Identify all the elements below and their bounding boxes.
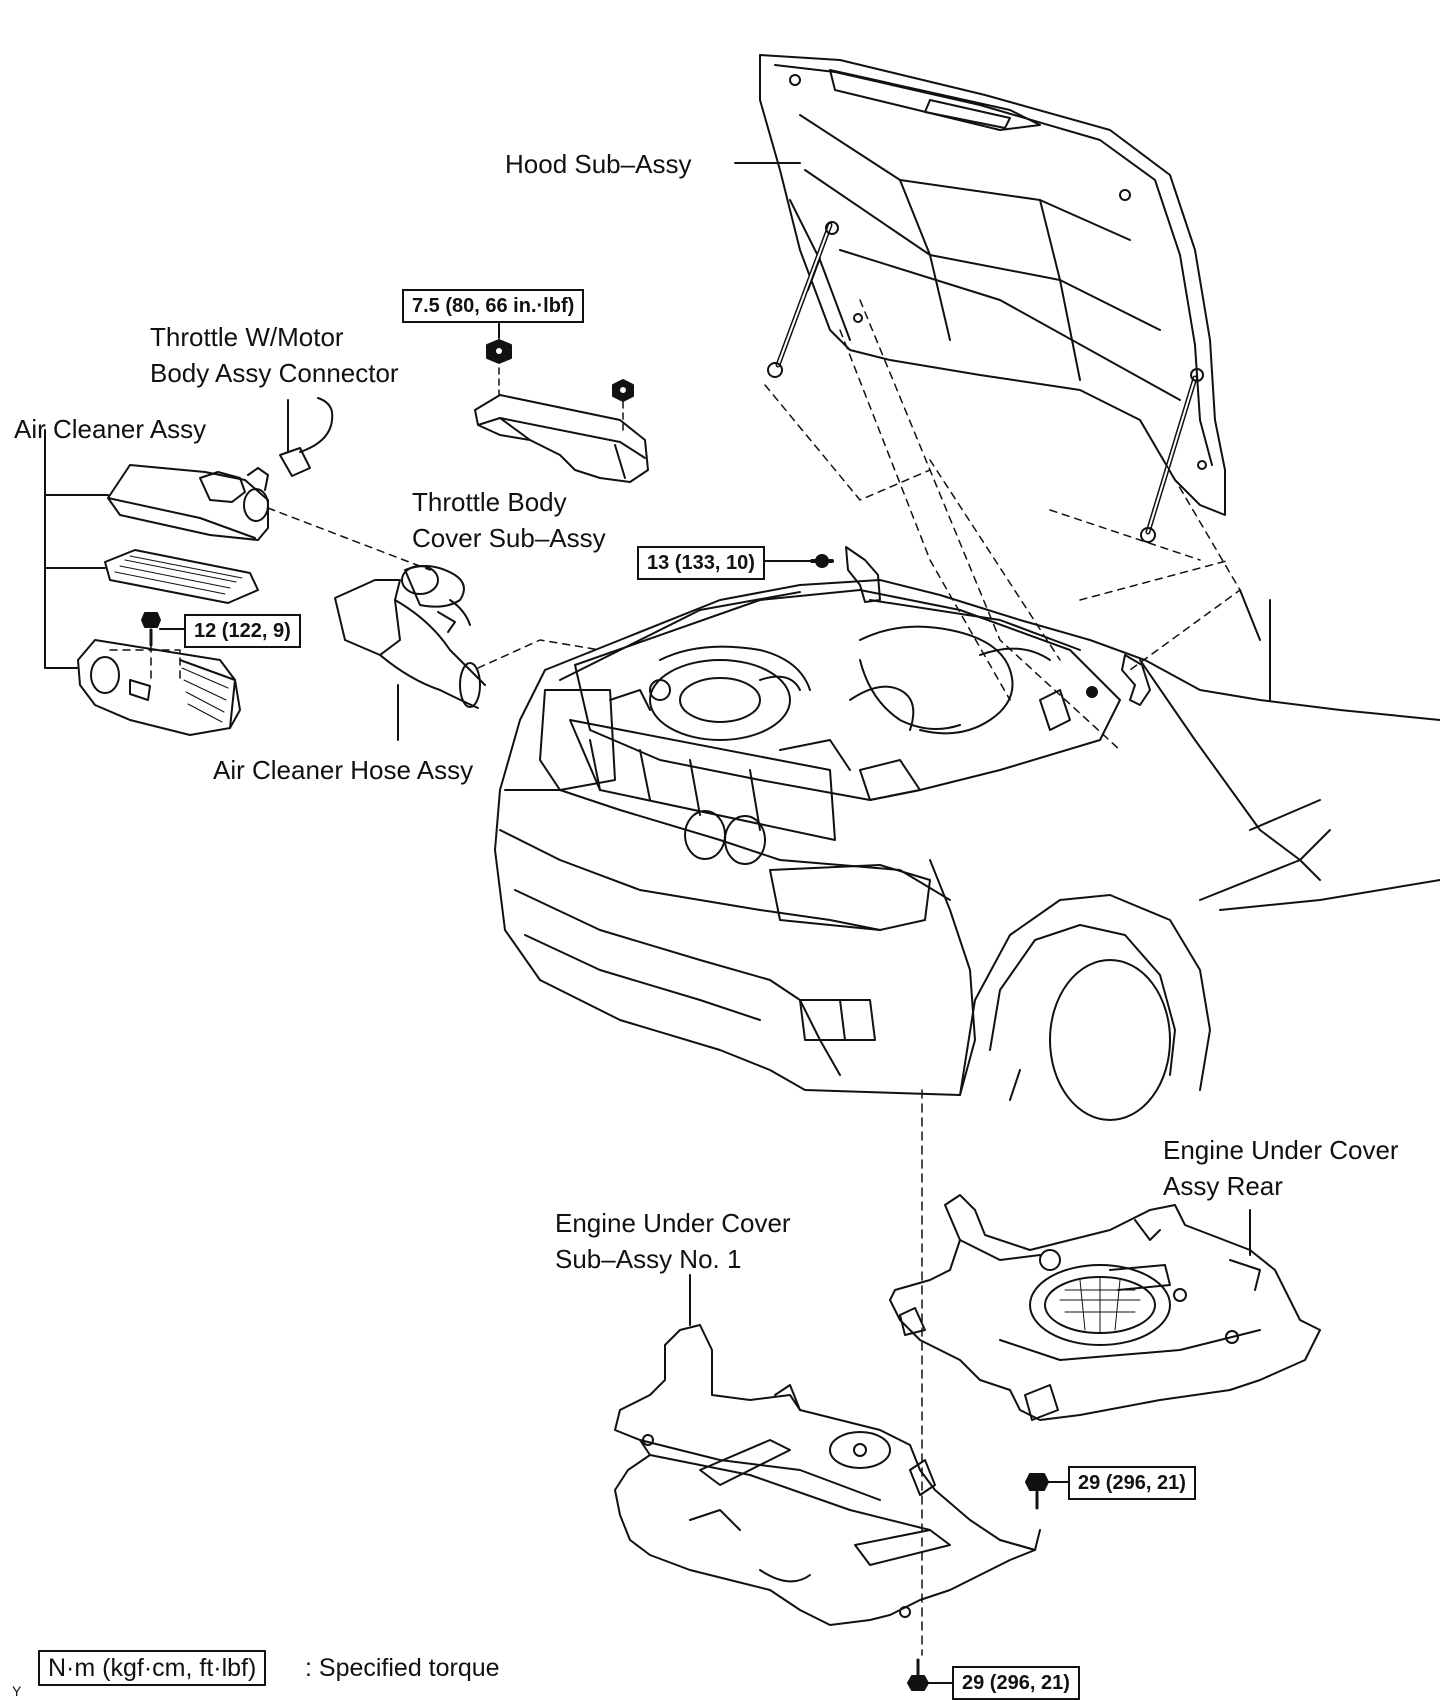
throttle-cover-label-line1: Throttle Body [412, 487, 567, 517]
air-cleaner-hose-label: Air Cleaner Hose Assy [213, 755, 474, 785]
vehicle-body [494, 579, 1440, 1121]
torque-spec-under-cover-front: 29 (296, 21) [952, 1666, 1080, 1700]
engine-compartment [574, 589, 1121, 801]
air-cleaner-assy [44, 429, 269, 736]
throttle-connector-label-line2: Body Assy Connector [150, 358, 399, 388]
torque-spec-air-cleaner: 12 (122, 9) [184, 614, 301, 648]
hood-alignment-lines [764, 299, 1241, 751]
figure-code: Y [12, 1683, 22, 1699]
torque-unit-legend-box: N·m (kgf·cm, ft·lbf) [38, 1650, 267, 1686]
engine-under-cover-no1 [614, 1274, 1041, 1691]
hood-label: Hood Sub–Assy [505, 149, 692, 179]
air-cleaner-hose-assy [334, 565, 486, 741]
torque-legend-description: : Specified torque [305, 1654, 500, 1682]
throttle-cover-label-line2: Cover Sub–Assy [412, 523, 606, 553]
hood-hinge-left [764, 546, 881, 603]
hood-sub-assy [734, 54, 1226, 543]
under-cover-rear-label-line2: Assy Rear [1163, 1171, 1283, 1201]
engine-under-cover-rear [889, 1194, 1321, 1510]
air-cleaner-assy-label: Air Cleaner Assy [14, 414, 207, 444]
throttle-connector-label-line1: Throttle W/Motor [150, 322, 344, 352]
torque-spec-under-cover-rear: 29 (296, 21) [1068, 1466, 1196, 1500]
throttle-connector [279, 397, 334, 477]
under-cover-rear-label-line1: Engine Under Cover [1163, 1135, 1399, 1165]
throttle-body-cover [474, 319, 649, 483]
under-cover-no1-label-line1: Engine Under Cover [555, 1208, 791, 1238]
torque-spec-throttle-cover: 7.5 (80, 66 in.·lbf) [402, 289, 585, 323]
torque-spec-hood-hinge: 13 (133, 10) [637, 546, 765, 580]
under-cover-no1-label-line2: Sub–Assy No. 1 [555, 1244, 742, 1274]
air-path-lines [109, 507, 601, 681]
hood-hinge-right [1086, 654, 1151, 706]
